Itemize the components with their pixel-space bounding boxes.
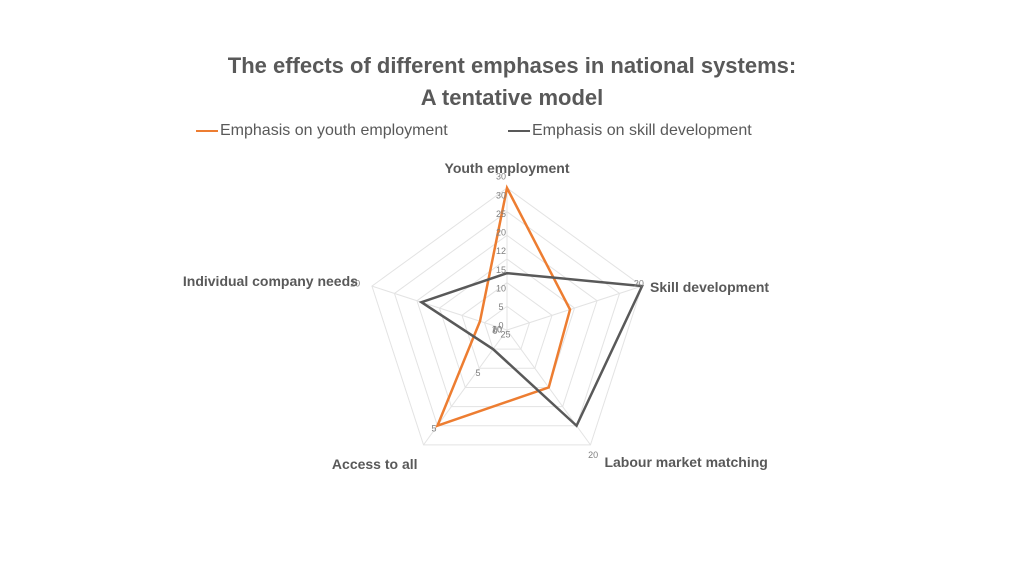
axis-tick-label: 20 [350,279,360,289]
axis-tick-label: 30 [496,172,506,182]
grid-ring-1 [483,305,531,350]
axis-tick-label: 25 [500,329,510,339]
axis-tick-label: 30 [496,190,506,200]
legend-item-youth-employment: Emphasis on youth employment [196,122,448,140]
axis-tick-label: 0 [492,326,497,336]
legend-label-youth-employment: Emphasis on youth employment [220,122,448,139]
grid-ring-2 [461,282,553,369]
category-label-individual-company-needs: Individual company needs [183,273,358,289]
category-label-skill-development: Skill development [650,279,769,295]
axis-tick-label: 10 [496,283,506,293]
axis-tick-label: 25 [496,209,506,219]
category-label-youth-employment: Youth employment [445,160,570,176]
axis-tick-label: 12 [496,246,506,256]
legend-swatch-skill-development [508,130,530,132]
series-line-1 [418,271,644,428]
legend-swatch-youth-employment [196,130,218,132]
axis-tick-label: 20 [588,450,598,460]
axis-tick-label: 15 [496,265,506,275]
grid-spoke-1 [506,285,643,331]
grid-ring-6 [371,187,643,446]
axis-tick-label: 5 [498,302,503,312]
grid-ring-5 [393,211,621,427]
axis-tick-label: 20 [634,279,644,289]
series-line-0 [435,184,572,428]
axis-tick-label: 5 [432,424,437,434]
legend-item-skill-development: Emphasis on skill development [508,122,752,140]
chart-title-line1: The effects of different emphases in nat… [227,53,797,78]
grid-spoke-4 [371,285,508,331]
legend-label-skill-development: Emphasis on skill development [532,122,752,139]
chart-title: The effects of different emphases in nat… [0,50,1024,114]
category-label-access-to-all: Access to all [332,456,418,472]
chart-title-line2: A tentative model [420,85,604,110]
axis-tick-label: 20 [496,228,506,238]
chart-legend: Emphasis on youth employment Emphasis on… [0,122,1024,142]
category-label-labour-market-matching: Labour market matching [604,454,767,470]
grid-ring-4 [416,234,598,408]
axis-tick-label: 20 [492,325,502,335]
grid-ring-3 [438,258,576,388]
axis-tick-label: 0 [498,321,503,331]
axis-tick-label: 5 [475,368,480,378]
axis-tick-label: 10 [492,325,502,335]
